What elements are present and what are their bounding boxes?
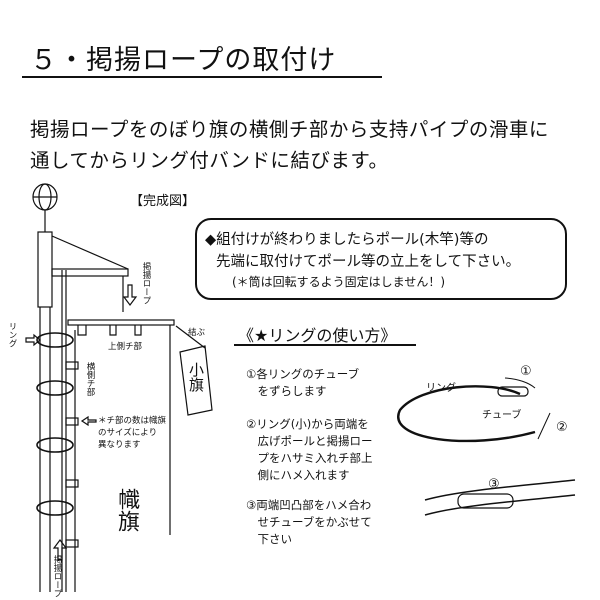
page-title: ５・掲揚ロープの取付け	[30, 45, 337, 76]
label-small-flag: 小旗	[187, 362, 205, 392]
ring-usage-heading: 《★リングの使い方》	[238, 326, 397, 345]
label-loop-note: ＊チ部の数は幟旗 のサイズにより 異なります	[98, 416, 167, 450]
notice-line-2: 先端に取付けてポール等の立上をして下さい。	[216, 254, 521, 270]
label-ring: リング	[7, 322, 17, 348]
small-flag	[175, 325, 213, 416]
ring-figure	[397, 377, 576, 516]
arrow-right-icon	[25, 333, 41, 347]
fig-label-ring: リング	[426, 383, 456, 394]
arrow-up-icon	[52, 539, 68, 561]
step-1: ①各リングのチューブ をずらします	[246, 367, 360, 398]
title-underline	[22, 76, 382, 78]
label-banner: 幟旗	[114, 488, 139, 532]
label-side-loops: 横側チ部	[85, 362, 95, 396]
intro-line-2: 通してからリング付バンドに結びます。	[30, 149, 389, 172]
notice-line-3: (＊筒は回転するよう固定はしません！)	[232, 275, 446, 289]
rings	[36, 332, 74, 516]
intro-line-1: 掲揚ロープをのぼり旗の横側チ部から支持パイプの滑車に	[30, 118, 549, 141]
side-loops	[65, 361, 79, 548]
label-rope-top: 掲揚ロープ	[141, 262, 151, 305]
fig-number-2: ②	[556, 420, 568, 435]
support-pipe	[51, 235, 129, 312]
arrow-left-icon	[80, 415, 97, 427]
notice-line-1: ◆組付けが終わりましたらポール(木竿)等の	[205, 232, 489, 248]
pole	[37, 231, 76, 592]
notice-box	[195, 218, 567, 300]
fig-number-3: ③	[488, 477, 500, 492]
step-2: ②リング(小)から両端を 広げポールと掲揚ロー プをハサミ入れチ部上 側にハメ入…	[246, 417, 373, 482]
step-3: ③両端凹凸部をハメ合わ せチューブをかぶせて 下さい	[246, 498, 372, 546]
diagram-heading: 【完成図】	[130, 194, 196, 209]
finial-icon	[32, 183, 58, 232]
fig-number-1: ①	[520, 364, 532, 379]
label-tie: 結ぶ	[188, 328, 206, 338]
fig-label-tube: チューブ	[482, 410, 522, 421]
label-top-loops: 上側チ部	[108, 342, 143, 352]
ring-usage-underline	[234, 344, 416, 346]
top-bar	[67, 319, 175, 535]
arrow-down-icon	[122, 284, 138, 306]
label-rope-bottom: 掲揚ロープ	[52, 555, 62, 598]
